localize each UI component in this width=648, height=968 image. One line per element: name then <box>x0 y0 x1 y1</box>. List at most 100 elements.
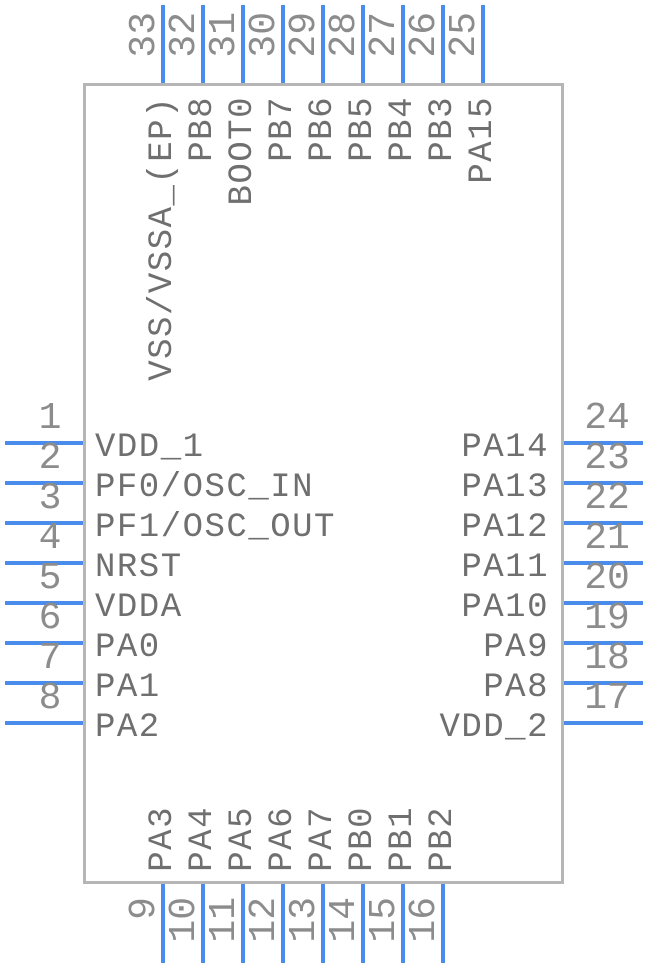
pin-number-4: 4 <box>38 517 62 560</box>
pin-label-4: NRST <box>95 549 183 587</box>
pin-number-15: 15 <box>363 897 406 943</box>
pin-label-13: PA7 <box>304 806 342 872</box>
pin-label-6: PA0 <box>95 629 161 667</box>
pin-line-8 <box>5 721 83 725</box>
pin-line-17 <box>564 721 643 725</box>
pin-number-16: 16 <box>403 897 446 943</box>
pin-number-10: 10 <box>163 897 206 943</box>
pin-label-29: PB6 <box>304 96 342 162</box>
pin-number-27: 27 <box>363 12 406 58</box>
pin-label-33: VSS/VSSA_(EP) <box>144 96 182 381</box>
chip-body <box>83 83 564 884</box>
pin-label-24: PA14 <box>461 429 549 467</box>
pin-label-9: PA3 <box>144 806 182 872</box>
pin-label-16: PB2 <box>424 806 462 872</box>
pin-line-28 <box>361 5 365 83</box>
pin-number-18: 18 <box>584 637 630 680</box>
pin-label-19: PA9 <box>483 629 549 667</box>
pin-label-1: VDD_1 <box>95 429 205 467</box>
pin-number-23: 23 <box>584 437 630 480</box>
pin-label-7: PA1 <box>95 669 161 707</box>
pin-number-14: 14 <box>323 897 366 943</box>
pin-label-10: PA4 <box>184 806 222 872</box>
pin-label-30: PB7 <box>264 96 302 162</box>
pin-number-20: 20 <box>584 557 630 600</box>
pin-label-12: PA6 <box>264 806 302 872</box>
pin-line-19 <box>564 641 643 645</box>
pin-number-28: 28 <box>323 12 366 58</box>
pin-line-1 <box>5 441 83 445</box>
pin-label-15: PB1 <box>384 806 422 872</box>
pin-line-32 <box>201 5 205 83</box>
pin-line-6 <box>5 641 83 645</box>
pin-line-22 <box>564 521 643 525</box>
pin-label-11: PA5 <box>224 806 262 872</box>
pin-number-21: 21 <box>584 517 630 560</box>
pin-label-21: PA11 <box>461 549 549 587</box>
pin-line-7 <box>5 681 83 685</box>
pin-line-33 <box>161 5 165 83</box>
pin-line-31 <box>241 5 245 83</box>
pin-number-2: 2 <box>38 437 62 480</box>
pin-line-15 <box>401 884 405 963</box>
pin-number-7: 7 <box>38 637 62 680</box>
pin-number-9: 9 <box>123 897 166 920</box>
pin-line-20 <box>564 601 643 605</box>
pin-label-5: VDDA <box>95 589 183 627</box>
pin-label-25: PA15 <box>464 96 502 184</box>
pin-label-23: PA13 <box>461 469 549 507</box>
pin-line-14 <box>361 884 365 963</box>
pin-number-11: 11 <box>203 897 246 943</box>
pin-line-23 <box>564 481 643 485</box>
pin-label-27: PB4 <box>384 96 422 162</box>
pin-number-29: 29 <box>283 12 326 58</box>
pin-line-29 <box>321 5 325 83</box>
pin-label-2: PF0/OSC_IN <box>95 469 315 507</box>
pin-line-21 <box>564 561 643 565</box>
pin-number-5: 5 <box>38 557 62 600</box>
pin-label-26: PB3 <box>424 96 462 162</box>
pin-line-10 <box>201 884 205 963</box>
pin-label-8: PA2 <box>95 709 161 747</box>
pin-number-26: 26 <box>403 12 446 58</box>
pin-line-27 <box>401 5 405 83</box>
pin-number-25: 25 <box>443 12 486 58</box>
pin-number-30: 30 <box>243 12 286 58</box>
pin-number-31: 31 <box>203 12 246 58</box>
pin-number-32: 32 <box>163 12 206 58</box>
pin-line-25 <box>481 5 485 83</box>
pin-line-12 <box>281 884 285 963</box>
pin-line-3 <box>5 521 83 525</box>
pin-label-28: PB5 <box>344 96 382 162</box>
pin-number-6: 6 <box>38 597 62 640</box>
pin-number-13: 13 <box>283 897 326 943</box>
pin-number-19: 19 <box>584 597 630 640</box>
pin-number-1: 1 <box>38 397 62 440</box>
pin-number-33: 33 <box>123 12 166 58</box>
pin-number-8: 8 <box>38 677 62 720</box>
pin-label-18: PA8 <box>483 669 549 707</box>
pin-number-24: 24 <box>584 397 630 440</box>
pin-number-17: 17 <box>584 677 630 720</box>
pin-line-9 <box>161 884 165 963</box>
pin-line-18 <box>564 681 643 685</box>
pin-line-5 <box>5 601 83 605</box>
pin-label-22: PA12 <box>461 509 549 547</box>
pin-line-30 <box>281 5 285 83</box>
pin-label-32: PB8 <box>184 96 222 162</box>
pin-line-11 <box>241 884 245 963</box>
pin-label-20: PA10 <box>461 589 549 627</box>
pin-label-14: PB0 <box>344 806 382 872</box>
pin-number-22: 22 <box>584 477 630 520</box>
pin-label-17: VDD_2 <box>439 709 549 747</box>
pin-label-3: PF1/OSC_OUT <box>95 509 336 547</box>
pin-line-2 <box>5 481 83 485</box>
pin-label-31: BOOT0 <box>224 96 262 206</box>
pin-line-16 <box>441 884 445 963</box>
pin-line-24 <box>564 441 643 445</box>
pin-line-26 <box>441 5 445 83</box>
pin-number-12: 12 <box>243 897 286 943</box>
pin-line-4 <box>5 561 83 565</box>
pin-number-3: 3 <box>38 477 62 520</box>
